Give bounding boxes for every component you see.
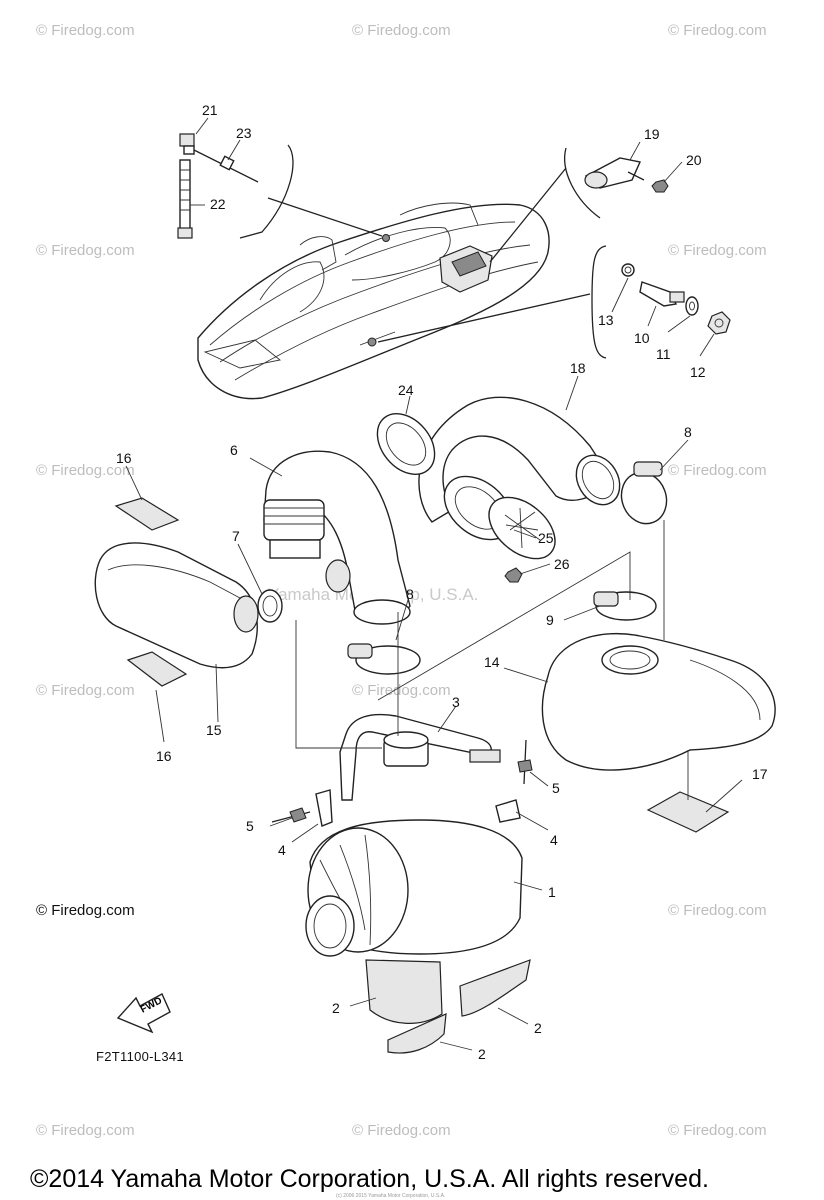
callout-26: 26 <box>554 556 570 572</box>
water-box-15 <box>94 542 259 669</box>
bracket-4-left <box>315 789 333 827</box>
callout-2-bottom: 2 <box>478 1046 486 1062</box>
leader-line <box>489 167 567 263</box>
cable-tie-22 <box>177 159 193 239</box>
water-box-14 <box>541 632 776 771</box>
diagram-code: F2T1100-L341 <box>96 1049 184 1064</box>
callout-22: 22 <box>210 196 226 212</box>
callout-21: 21 <box>202 102 218 118</box>
callout-11: 11 <box>656 346 671 362</box>
watermark: © Firedog.com <box>352 22 451 39</box>
fwd-arrow-icon <box>116 993 171 1034</box>
watercraft-hull <box>197 202 550 400</box>
watermark: © Firedog.com <box>36 462 135 479</box>
clamp-8-upper <box>620 461 668 525</box>
callout-3: 3 <box>452 694 460 710</box>
callout-24: 24 <box>398 382 414 398</box>
exhaust-pipe-6 <box>263 450 411 625</box>
callout-leaders <box>125 117 743 1051</box>
nut-26 <box>504 567 523 583</box>
callout-9: 9 <box>546 612 554 628</box>
watermark: © Firedog.com <box>668 902 767 919</box>
callout-6: 6 <box>230 442 238 458</box>
protector-2-right <box>459 959 531 1017</box>
callout-16-top: 16 <box>116 450 132 466</box>
pad-16-upper <box>114 497 180 531</box>
nut-12 <box>707 311 731 335</box>
callout-13: 13 <box>598 312 614 328</box>
callout-14: 14 <box>484 654 500 670</box>
fitting-10 <box>639 281 685 307</box>
watermark: © Firedog.com <box>36 22 135 39</box>
watermark: © Firedog.com <box>36 682 135 699</box>
clamp-9 <box>593 591 657 621</box>
callout-10: 10 <box>634 330 650 346</box>
callout-7: 7 <box>232 528 240 544</box>
inset-bracket <box>564 147 601 219</box>
leader-line <box>377 293 591 343</box>
watermark: © Firedog.com <box>352 682 451 699</box>
watermark: © Firedog.com <box>668 22 767 39</box>
callout-1: 1 <box>548 884 556 900</box>
callout-4-left: 4 <box>278 842 286 858</box>
callout-5-right: 5 <box>552 780 560 796</box>
credit-text: © Firedog.com <box>36 902 135 919</box>
protector-2-lower <box>387 1013 447 1054</box>
bracket-4-right <box>495 799 521 823</box>
pad-16-lower <box>126 651 188 687</box>
watermark: © Firedog.com <box>36 242 135 259</box>
callout-5-left: 5 <box>246 818 254 834</box>
leader-line <box>267 197 383 237</box>
callout-8-lower: 8 <box>406 586 414 602</box>
gasket-24 <box>376 413 436 475</box>
clip-21 <box>179 133 195 155</box>
alignment-line <box>377 551 631 701</box>
bolt-5-left <box>271 807 311 823</box>
callout-8-upper: 8 <box>684 424 692 440</box>
callout-4-right: 4 <box>550 832 558 848</box>
washer-11 <box>685 296 699 316</box>
bolt-5-right <box>517 739 533 785</box>
pad-17 <box>646 791 730 833</box>
clamp-8-lower <box>347 643 421 675</box>
watermark: © Firedog.com <box>668 462 767 479</box>
inset-bracket <box>239 144 294 239</box>
watermark: © Firedog.com <box>36 1122 135 1139</box>
callout-15: 15 <box>206 722 222 738</box>
callout-2-right: 2 <box>534 1020 542 1036</box>
inset-bracket <box>591 245 607 359</box>
callout-16-bottom: 16 <box>156 748 172 764</box>
callout-18: 18 <box>570 360 586 376</box>
copyright-footer: ©2014 Yamaha Motor Corporation, U.S.A. A… <box>30 1165 709 1193</box>
callout-19: 19 <box>644 126 660 142</box>
watermark: © Firedog.com <box>352 1122 451 1139</box>
watermark: © Firedog.com <box>668 1122 767 1139</box>
callout-12: 12 <box>690 364 706 380</box>
muffler-1 <box>305 731 523 957</box>
watermark: © Firedog.com <box>668 242 767 259</box>
clamp-13 <box>621 263 635 277</box>
callout-2-left: 2 <box>332 1000 340 1016</box>
plate-25 <box>488 496 556 560</box>
bracket-19 <box>584 157 645 189</box>
callout-17: 17 <box>752 766 768 782</box>
ring-7 <box>257 589 283 623</box>
footer-small-text: (c) 2006 2015 Yamaha Motor Corporation, … <box>336 1193 446 1199</box>
pin-23 <box>193 149 259 183</box>
callout-20: 20 <box>686 152 702 168</box>
exhaust-pipe-18 <box>418 396 621 523</box>
callout-23: 23 <box>236 125 252 141</box>
callout-25: 25 <box>538 530 554 546</box>
nut-20 <box>651 179 669 193</box>
alignment-line <box>295 620 382 749</box>
protector-2-under <box>365 959 443 1024</box>
